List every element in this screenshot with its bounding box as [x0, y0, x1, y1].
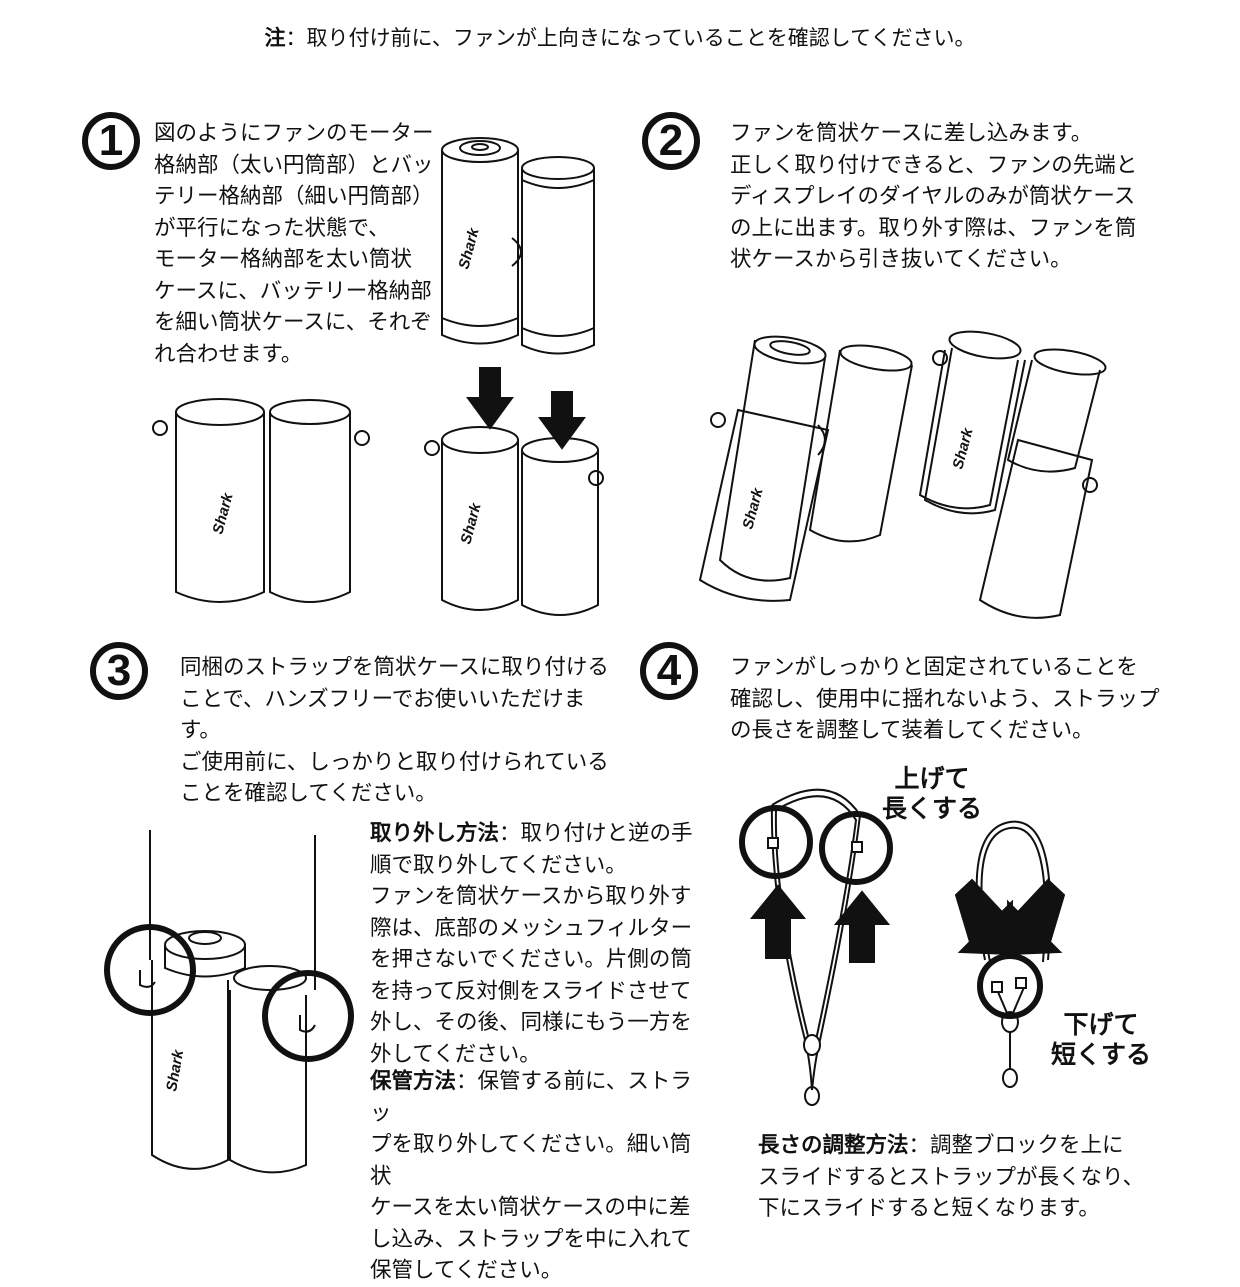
- empty-case-illustration: Shark: [153, 399, 369, 602]
- strap-attached-illustration: Shark: [107, 830, 351, 1172]
- brand-logo: Shark: [739, 486, 766, 531]
- down-left-arrow-icon: [956, 880, 1012, 954]
- partially-inserted-illustration: Shark: [700, 332, 913, 601]
- down-right-arrow-icon: [1008, 880, 1064, 954]
- fully-inserted-illustration: Shark: [920, 327, 1107, 618]
- brand-logo: Shark: [455, 226, 482, 271]
- down-arrow-icon: [468, 368, 512, 428]
- brand-logo: Shark: [949, 426, 976, 471]
- highlight-ring: [980, 956, 1040, 1016]
- brand-logo: Shark: [209, 491, 236, 536]
- case-insert-illustration: Shark: [425, 427, 603, 615]
- brand-logo: Shark: [163, 1048, 187, 1093]
- brand-logo: Shark: [457, 501, 484, 546]
- highlight-ring: [265, 973, 351, 1059]
- illustrations: Shark Shark Shark Shark: [0, 0, 1240, 1240]
- fan-unit-illustration: Shark: [442, 138, 594, 354]
- up-arrow-icon: [752, 886, 804, 958]
